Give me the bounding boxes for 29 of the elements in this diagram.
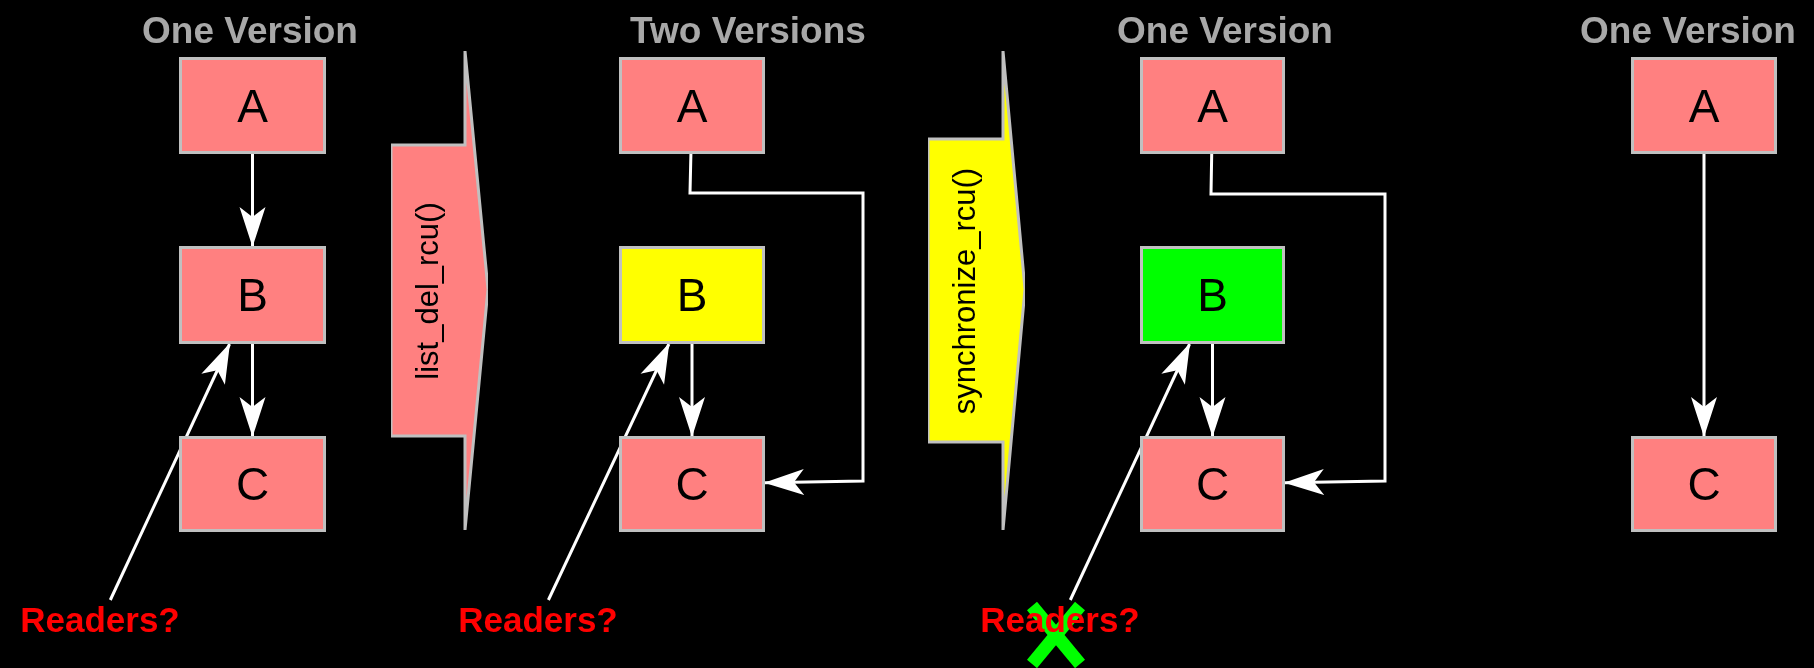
version-heading: One Version [1579,10,1797,52]
version-heading: Two Versions [629,10,867,52]
list-element-box: B [619,246,765,344]
arrow [688,153,865,495]
version-heading: One Version [141,10,359,52]
list-element-box: C [1140,436,1285,532]
function-label: list_del_rcu() [410,202,446,380]
list-element-box: A [1631,57,1777,154]
reader-label: Readers? [453,600,623,644]
arrow [1068,343,1191,601]
list-element-box: C [619,436,765,532]
list-element-box: A [1140,57,1285,154]
arrow [1691,154,1717,437]
list-element-box: A [619,57,765,154]
arrow [679,344,705,437]
list-element-box: B [1140,246,1285,344]
list-element-box: B [179,246,326,344]
function-label: synchronize_rcu() [947,167,983,415]
list-element-box: C [179,436,326,532]
arrow [239,154,266,247]
arrow [1209,153,1387,496]
arrow [547,343,671,601]
list-element-box: C [1631,436,1777,532]
reader-label: Readers? [15,600,185,644]
version-heading: One Version [1116,10,1334,52]
arrow [108,343,231,601]
arrow [1199,344,1226,437]
list-element-box: A [179,57,326,154]
arrow [239,344,266,437]
